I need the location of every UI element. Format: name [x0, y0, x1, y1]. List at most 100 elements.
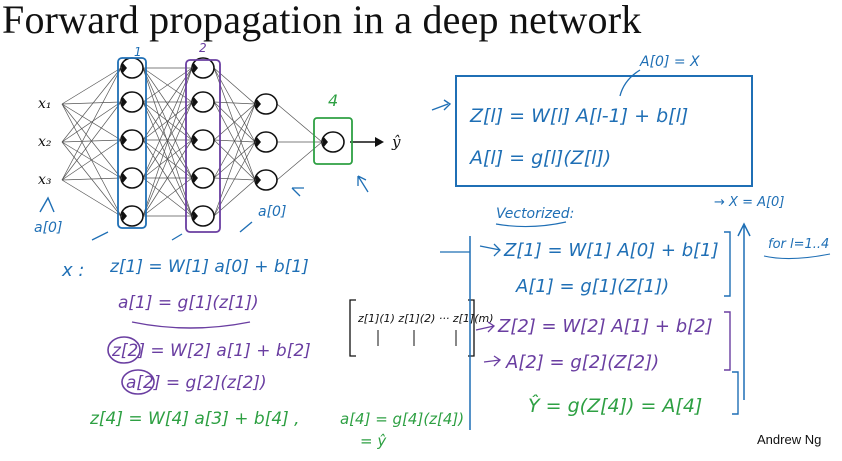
a2-circle — [121, 369, 155, 395]
layer4-bracket — [732, 371, 739, 415]
neuron-layer-1-unit-3 — [120, 129, 144, 151]
neuron-input-mark — [193, 62, 198, 74]
for-loop-note: for l=1..4 — [768, 237, 829, 252]
layer-2-pointer — [171, 233, 183, 241]
input-label-x3: x₃ — [38, 172, 52, 188]
matrix-left-bracket — [349, 299, 356, 357]
network-edge — [61, 101, 122, 181]
vz2-arrow — [475, 321, 496, 333]
layer-4-pointer — [357, 175, 369, 193]
network-edge — [61, 67, 122, 181]
vec-eq-a2: A[2] = g[2](Z[2]) — [505, 352, 659, 373]
vectorized-underline — [495, 221, 567, 228]
network-edge — [61, 101, 122, 105]
general-box-border — [455, 75, 753, 187]
neuron-input-mark — [122, 134, 127, 146]
network-edge — [142, 67, 193, 217]
network-edge — [142, 177, 193, 217]
hidden-a0-label: a[0] — [258, 204, 286, 220]
input-label-x1: x₁ — [38, 96, 52, 112]
neuron-input-mark — [193, 172, 198, 184]
network-edge — [142, 139, 193, 217]
output-label-yhat: ŷ — [391, 133, 401, 151]
layer2-bracket — [724, 311, 731, 371]
network-edge — [276, 103, 323, 143]
eq-yhat: = ŷ — [360, 432, 387, 450]
for-loop-underline — [763, 253, 831, 260]
network-edge — [61, 177, 122, 181]
matrix-columns: z[1](1) z[1](2) ··· z[1](m) — [357, 312, 494, 325]
neuron-layer-3-unit-3 — [254, 169, 278, 191]
neuron-input-mark — [193, 134, 198, 146]
neuron-input-mark — [256, 98, 261, 110]
eq-z1: z[1] = W[1] a[0] + b[1] — [109, 257, 309, 277]
box-pointer-arrow — [431, 99, 452, 111]
layer-4-box — [313, 117, 353, 165]
va2-arrow — [483, 355, 502, 367]
network-edge — [142, 67, 193, 179]
neuron-layer-1-unit-4 — [120, 167, 144, 189]
network-edge — [61, 67, 122, 143]
network-edge — [142, 101, 193, 217]
matrix-sketch: z[1](1) z[1](2) ··· z[1](m) — [349, 299, 494, 357]
layer1-bracket — [724, 231, 731, 297]
neuron-layer-1-unit-5 — [120, 205, 144, 227]
input-a0-label: a[0] — [34, 220, 62, 236]
neural-network-diagram: x₁ x₂ x₃ ŷ 1 2 4 a[0] a[0] — [34, 41, 401, 241]
eq-z2: z[2] = W[2] a[1] + b[2] — [111, 341, 311, 361]
layer-1-pointer — [91, 231, 109, 241]
a0-equals-x: A[0] = X — [639, 54, 700, 70]
eq-z4: z[4] = W[4] a[3] + b[4] , — [89, 409, 300, 429]
neuron-layer-2-unit-4 — [191, 167, 215, 189]
network-nodes — [120, 57, 345, 227]
z2-circle — [107, 336, 141, 364]
eq-a1: a[1] = g[1](z[1]) — [118, 293, 259, 313]
hidden-pointer-arrow — [239, 221, 253, 233]
x-equals-a0: → X = A[0] — [714, 195, 784, 210]
neuron-input-mark — [122, 96, 127, 108]
network-edge — [142, 67, 193, 141]
input-pointer-arrow — [39, 196, 55, 213]
output-arrowhead — [375, 137, 384, 147]
neuron-input-mark — [122, 62, 127, 74]
neuron-layer-1-unit-2 — [120, 91, 144, 113]
vec-eq-yhat: Ŷ = g(Z[4]) = A[4] — [528, 393, 702, 417]
layer-1-number: 1 — [134, 45, 142, 59]
author-name: Andrew Ng — [757, 432, 822, 447]
x-label: x : — [61, 260, 84, 281]
neuron-layer-3-unit-2 — [254, 131, 278, 153]
input-label-x2: x₂ — [38, 134, 52, 150]
eq-a4: a[4] = g[4](z[4]) — [340, 410, 464, 428]
layer-3-pointer — [291, 187, 304, 197]
neuron-layer-2-unit-1 — [191, 57, 215, 79]
layer-4-number: 4 — [328, 91, 338, 110]
neuron-input-mark — [256, 136, 261, 148]
neuron-input-mark — [256, 174, 261, 186]
a0-pointer — [619, 69, 641, 97]
network-edges — [61, 67, 323, 217]
neuron-input-mark — [323, 136, 328, 148]
vectorized-heading: Vectorized: — [496, 206, 574, 222]
neuron-input-mark — [193, 210, 198, 222]
general-equations-box: Z[l] = W[l] A[l-1] + b[l] A[l] = g[l](Z[… — [431, 54, 753, 187]
vec-eq-a1: A[1] = g[1](Z[1]) — [515, 276, 669, 297]
layer-2-number: 2 — [199, 41, 207, 55]
network-edge — [61, 139, 122, 181]
neuron-layer-3-unit-1 — [254, 93, 278, 115]
a1-underline — [131, 321, 251, 329]
box-eq-a: A[l] = g[l](Z[l]) — [468, 147, 611, 169]
box-eq-z: Z[l] = W[l] A[l-1] + b[l] — [469, 105, 688, 127]
eq-a2: a[2] = g[2](z[2]) — [126, 373, 267, 393]
matrix-right-bracket — [468, 299, 475, 357]
per-example-equations: x : z[1] = W[1] a[0] + b[1] a[1] = g[1](… — [61, 257, 464, 450]
layer-2-box — [185, 59, 221, 233]
network-edge — [61, 67, 122, 105]
neuron-layer-2-unit-5 — [191, 205, 215, 227]
network-edge — [142, 101, 193, 179]
vectorized-equations: Vectorized: → X = A[0] for l=1..4 Z[1] =… — [440, 195, 831, 430]
network-edge — [61, 179, 122, 217]
network-edge — [61, 101, 122, 143]
neuron-input-mark — [122, 210, 127, 222]
